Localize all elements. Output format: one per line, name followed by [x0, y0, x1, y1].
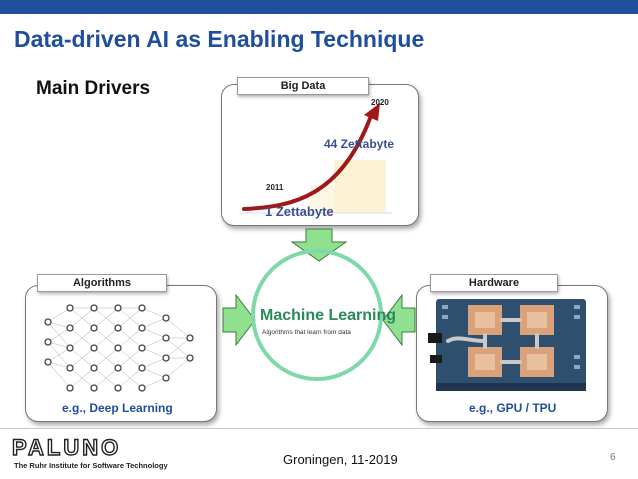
growth-curve [242, 111, 374, 211]
growth-arrowhead [364, 103, 380, 121]
bar-background-small [310, 185, 334, 212]
page-number: 6 [610, 452, 616, 463]
neural-network-graphic [44, 304, 194, 392]
network-nodes [44, 304, 194, 392]
connectors [428, 333, 442, 363]
network-edges [47, 307, 191, 389]
heat-pipes [446, 318, 539, 364]
footer-divider [0, 428, 638, 429]
footer-text: Groningen, 11-2019 [283, 452, 398, 467]
algorithms-caption: e.g., Deep Learning [62, 401, 173, 415]
paluno-logo: PALUNO [11, 436, 121, 460]
arrow-right-icon [222, 294, 256, 346]
year-end: 2020 [371, 98, 389, 107]
growth-curve-graphic [240, 103, 392, 214]
big-data-label: Big Data [237, 77, 369, 95]
arrow-left-icon [382, 294, 416, 346]
tpu-board-graphic [428, 299, 586, 391]
board-edge [436, 383, 586, 391]
chips [468, 305, 554, 377]
value-end: 44 Zettabyte [324, 137, 395, 151]
machine-learning-circle [251, 249, 383, 381]
board-components [442, 305, 580, 369]
top-bar [0, 0, 638, 14]
svg-text:PALUNO: PALUNO [12, 436, 121, 460]
board [436, 299, 586, 391]
year-start: 2011 [266, 183, 284, 192]
hardware-caption: e.g., GPU / TPU [469, 401, 557, 415]
machine-learning-title: Machine Learning [260, 307, 397, 324]
logo-tagline: The Ruhr Institute for Software Technolo… [14, 461, 168, 470]
slide-title: Data-driven AI as Enabling Technique [14, 26, 425, 52]
value-start: 1 Zettabyte [265, 204, 334, 219]
machine-learning-tagline: Algorithms that learn from data [262, 329, 351, 336]
algorithms-label: Algorithms [37, 274, 167, 292]
slide-subtitle: Main Drivers [36, 78, 151, 99]
hardware-label: Hardware [430, 274, 558, 292]
